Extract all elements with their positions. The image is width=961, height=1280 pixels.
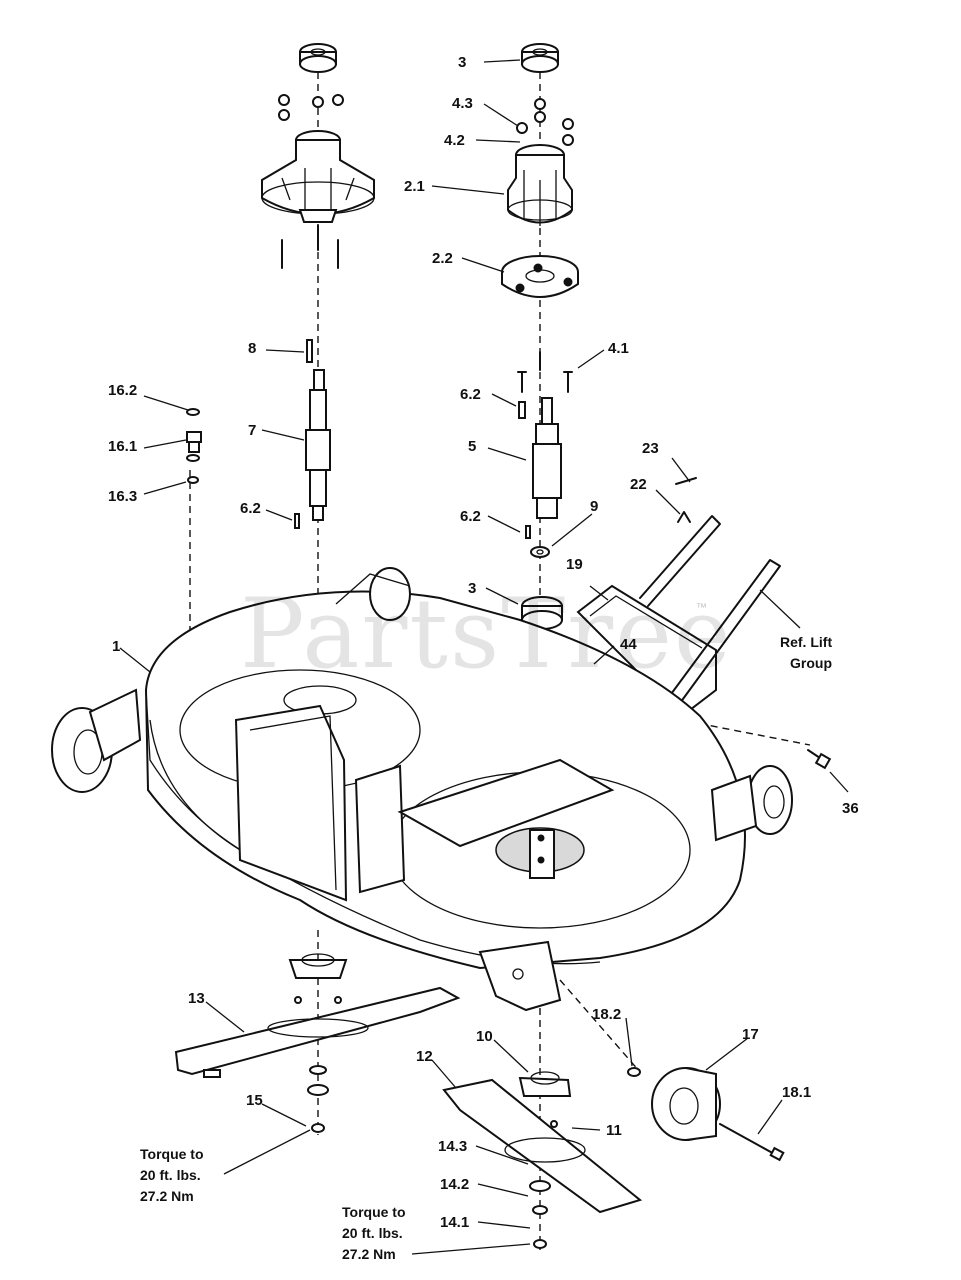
callout-22: 22: [630, 476, 647, 493]
trademark-symbol: ™: [696, 602, 707, 614]
callout-14-3: 14.3: [438, 1138, 468, 1155]
left-spindle-assembly: [261, 43, 375, 529]
torque-note-right: Torque to 20 ft. lbs. 27.2 Nm: [342, 1204, 406, 1262]
callout-6-2-left: 6.2: [240, 500, 261, 517]
callout-5: 5: [468, 438, 477, 455]
callout-23: 23: [642, 440, 659, 457]
ref-lift-group-note: Ref. Lift Group: [780, 634, 833, 671]
callout-16-1: 16.1: [108, 438, 138, 455]
callout-8: 8: [248, 340, 257, 357]
callout-4-3: 4.3: [452, 95, 473, 112]
right-blade-assembly: [442, 1071, 643, 1249]
callout-2-2: 2.2: [432, 250, 453, 267]
callout-44: 44: [620, 636, 637, 653]
torque-note-left: Torque to 20 ft. lbs. 27.2 Nm: [140, 1146, 204, 1204]
callout-3-top: 3: [458, 54, 467, 71]
callout-7: 7: [248, 422, 257, 439]
callout-13: 13: [188, 990, 205, 1007]
callout-18-1: 18.1: [782, 1084, 812, 1101]
callout-1: 1: [112, 638, 121, 655]
callout-14-1: 14.1: [440, 1214, 470, 1231]
callout-4-2: 4.2: [444, 132, 465, 149]
callout-4-1: 4.1: [608, 340, 629, 357]
callout-36: 36: [842, 800, 859, 817]
callout-6-2-right-lower: 6.2: [460, 508, 481, 525]
callout-3-lower: 3: [468, 580, 477, 597]
callout-9: 9: [590, 498, 599, 515]
callout-16-3: 16.3: [108, 488, 138, 505]
wheel-assembly: [627, 1067, 785, 1162]
partstree-watermark: PartsTree: [240, 578, 733, 690]
callout-18-2: 18.2: [592, 1006, 622, 1023]
callout-10: 10: [476, 1028, 493, 1045]
grease-fitting-assembly: [186, 408, 202, 484]
callout-11: 11: [606, 1122, 622, 1139]
left-blade-assembly: [174, 953, 461, 1133]
callout-2-1: 2.1: [404, 178, 425, 195]
callout-17: 17: [742, 1026, 759, 1043]
callout-16-2: 16.2: [108, 382, 138, 399]
callout-12: 12: [416, 1048, 433, 1065]
callout-19: 19: [566, 556, 583, 573]
callout-15: 15: [246, 1092, 263, 1109]
callout-6-2-right-upper: 6.2: [460, 386, 481, 403]
mower-deck: [51, 567, 793, 1012]
leader-lines: [119, 59, 849, 1255]
callout-14-2: 14.2: [440, 1176, 470, 1193]
